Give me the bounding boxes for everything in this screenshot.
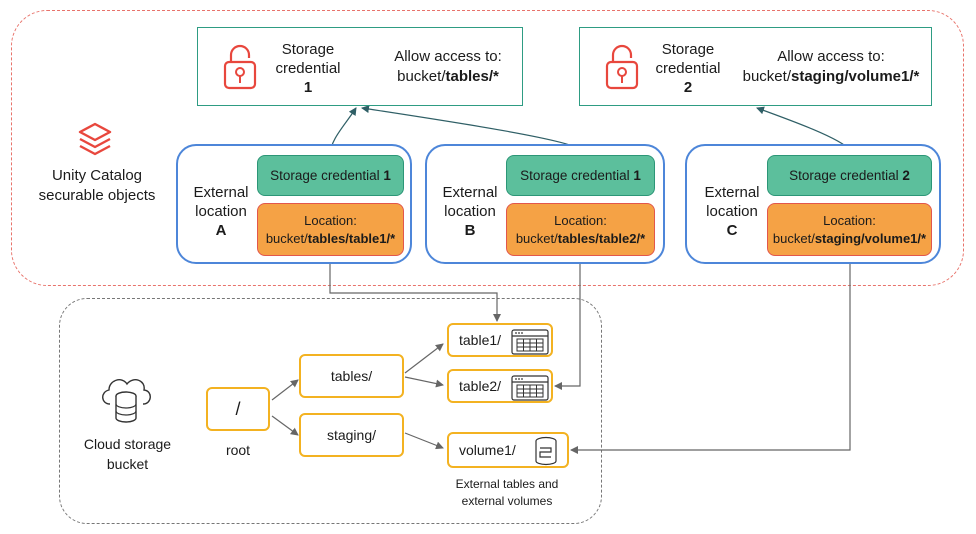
access-path-line: bucket/tables/*: [373, 67, 523, 87]
ext-label-line2: location: [195, 203, 247, 220]
credential-title-line1: Storage: [661, 41, 715, 58]
credential-2-access: Allow access to: bucket/staging/volume1/…: [732, 47, 930, 87]
cred-num: 1: [383, 168, 391, 183]
unity-catalog-label-line1: Unity Catalog: [51, 167, 143, 184]
external-location-label: External location B: [431, 183, 509, 240]
folder-volume1[interactable]: volume1/: [447, 432, 569, 468]
folder-staging[interactable]: staging/: [299, 413, 404, 457]
loc-prefix: bucket/: [515, 231, 558, 246]
ext-letter: A: [215, 222, 227, 239]
loc-path-line: bucket/tables/table1/*: [258, 230, 403, 248]
tree-root-to-staging: [271, 415, 299, 436]
cred-label: Storage credential: [789, 168, 903, 183]
leaf-label: table2/: [459, 378, 502, 394]
cloud-storage-region: [59, 298, 602, 524]
access-prefix: bucket/: [397, 68, 446, 85]
cred-num: 1: [633, 168, 641, 183]
location-box-a: Location: bucket/tables/table1/*: [257, 203, 404, 256]
loc-label: Location:: [823, 213, 876, 228]
root-folder[interactable]: /: [206, 387, 270, 431]
tree-tables-to-table1: [404, 343, 444, 374]
location-box-c: Location: bucket/staging/volume1/*: [767, 203, 932, 256]
cloud-storage-label: Cloud storage bucket: [70, 434, 185, 474]
credential-title-line1: Storage: [281, 41, 335, 58]
cloud-label-line1: Cloud storage: [83, 436, 172, 452]
cloud-database-icon: [96, 368, 156, 426]
ext-label-line2: location: [444, 203, 496, 220]
ext-label-line1: External: [193, 184, 249, 201]
external-location-label: External location C: [693, 183, 771, 240]
unity-catalog-label-line2: securable objects: [38, 187, 156, 204]
access-prefix: bucket/: [742, 68, 791, 85]
root-symbol: /: [235, 398, 241, 419]
folder-table2[interactable]: table2/: [447, 369, 553, 403]
ext-label-line2: location: [706, 203, 758, 220]
caption-line2: external volumes: [461, 494, 553, 508]
external-caption: External tables and external volumes: [418, 476, 596, 510]
table-icon: [511, 375, 549, 401]
leaf-label: volume1/: [459, 442, 516, 458]
access-label: Allow access to:: [394, 48, 502, 65]
access-path: staging/volume1/*: [791, 68, 920, 85]
folder-table1[interactable]: table1/: [447, 323, 553, 357]
line-location-a-to-table1: [329, 262, 501, 322]
loc-path: tables/table1/*: [307, 231, 396, 246]
loc-prefix: bucket/: [265, 231, 308, 246]
folder-tables[interactable]: tables/: [299, 354, 404, 398]
tree-tables-to-table2: [404, 376, 444, 388]
loc-prefix: bucket/: [772, 231, 815, 246]
credential-number: 1: [303, 79, 313, 96]
root-label: root: [225, 442, 251, 458]
credential-number: 2: [683, 79, 693, 96]
storage-credential-box-a: Storage credential 1: [257, 155, 404, 196]
lock-icon: [602, 42, 642, 92]
credential-title-line2: credential: [275, 60, 341, 77]
storage-credential-2: Storage credential 2 Allow access to: bu…: [579, 27, 932, 106]
ext-letter: C: [726, 222, 738, 239]
access-path-line: bucket/staging/volume1/*: [732, 67, 930, 87]
cloud-label-line2: bucket: [106, 456, 149, 472]
folder-label: staging/: [326, 427, 377, 443]
layers-icon: [72, 118, 118, 164]
table-icon: [511, 329, 549, 355]
access-label: Allow access to:: [777, 48, 885, 65]
cred-label: Storage credential: [270, 168, 384, 183]
caption-line1: External tables and: [455, 477, 559, 491]
tree-root-to-tables: [271, 379, 299, 401]
storage-credential-box-c: Storage credential 2: [767, 155, 932, 196]
unity-catalog-region: [11, 10, 964, 286]
loc-path: staging/volume1/*: [814, 231, 927, 246]
cred-num: 2: [902, 168, 910, 183]
storage-credential-1: Storage credential 1 Allow access to: bu…: [197, 27, 523, 106]
loc-label: Location:: [554, 213, 607, 228]
ext-label-line1: External: [442, 184, 498, 201]
loc-path: tables/table2/*: [557, 231, 646, 246]
location-box-b: Location: bucket/tables/table2/*: [506, 203, 655, 256]
loc-path-line: bucket/staging/volume1/*: [768, 230, 931, 248]
cred-label: Storage credential: [520, 168, 634, 183]
ext-label-line1: External: [704, 184, 760, 201]
access-path: tables/*: [445, 68, 499, 85]
lock-icon: [220, 42, 260, 92]
folder-label: tables/: [330, 368, 373, 384]
storage-credential-box-b: Storage credential 1: [506, 155, 655, 196]
credential-1-access: Allow access to: bucket/tables/*: [373, 47, 523, 87]
external-location-label: External location A: [182, 183, 260, 240]
unity-catalog-label: Unity Catalog securable objects: [22, 166, 172, 206]
loc-path-line: bucket/tables/table2/*: [507, 230, 654, 248]
ext-letter: B: [464, 222, 476, 239]
credential-1-title: Storage credential 1: [268, 40, 348, 97]
volume-icon: [535, 436, 557, 466]
credential-2-title: Storage credential 2: [648, 40, 728, 97]
credential-title-line2: credential: [655, 60, 721, 77]
line-location-c-to-volume1: [570, 262, 851, 454]
leaf-label: table1/: [459, 332, 502, 348]
tree-staging-to-volume1: [404, 432, 444, 450]
line-location-b-to-table2: [554, 262, 581, 390]
loc-label: Location:: [304, 213, 357, 228]
